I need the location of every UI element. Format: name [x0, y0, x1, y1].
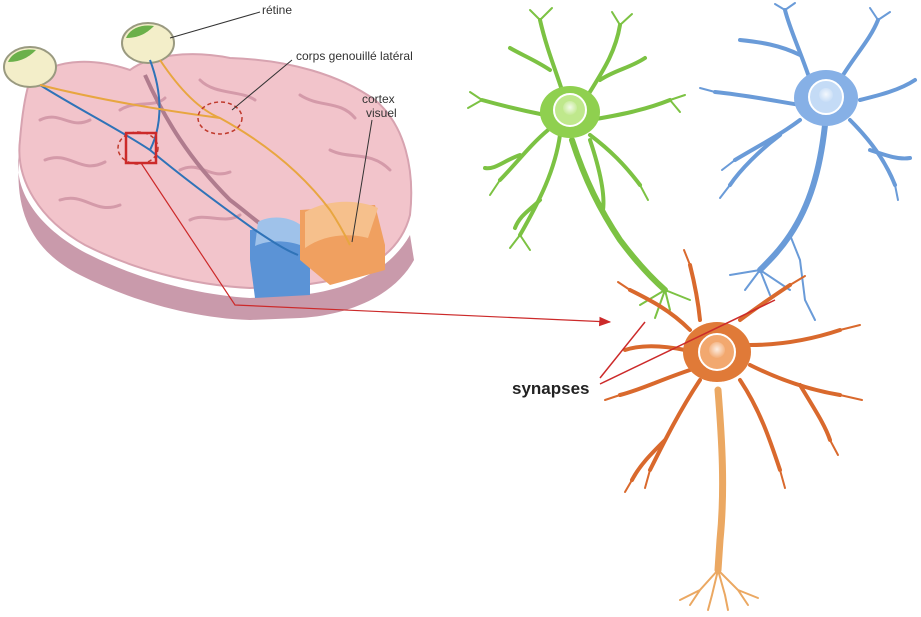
- label-cortex-1: cortex: [362, 92, 395, 106]
- synapse-pointers: [599, 299, 776, 385]
- midline-fissure: [143, 74, 271, 232]
- retine-leader: [169, 11, 261, 39]
- zoom-pointer-arrow: [140, 162, 612, 327]
- cortex-leader: [351, 119, 373, 243]
- cortex-blue-top: [255, 217, 302, 246]
- cgl-leader: [231, 59, 293, 111]
- orange-neuron: [604, 249, 863, 611]
- label-cortex-2: visuel: [366, 106, 397, 120]
- label-synapses: synapses: [512, 379, 590, 398]
- optic-blue-right: [149, 59, 161, 151]
- optic-orange-left: [39, 84, 221, 119]
- brain-section: rétine corps genouillé latéral cortex vi…: [3, 3, 414, 320]
- left-eye: [3, 46, 57, 88]
- blue-neuron: [699, 2, 917, 321]
- optic-pathways: [39, 59, 351, 256]
- cortex-orange-top: [305, 201, 378, 248]
- cgl-dashed-circle: [197, 101, 243, 135]
- brain-slab-side: [18, 150, 414, 320]
- green-neuron: [467, 7, 691, 319]
- optic-blue-left: [39, 84, 299, 256]
- optic-orange-right: [159, 59, 351, 246]
- brain-folds: [38, 78, 392, 222]
- right-eye: [121, 22, 175, 64]
- label-cgl: corps genouillé latéral: [296, 49, 413, 63]
- label-retine: rétine: [262, 3, 292, 17]
